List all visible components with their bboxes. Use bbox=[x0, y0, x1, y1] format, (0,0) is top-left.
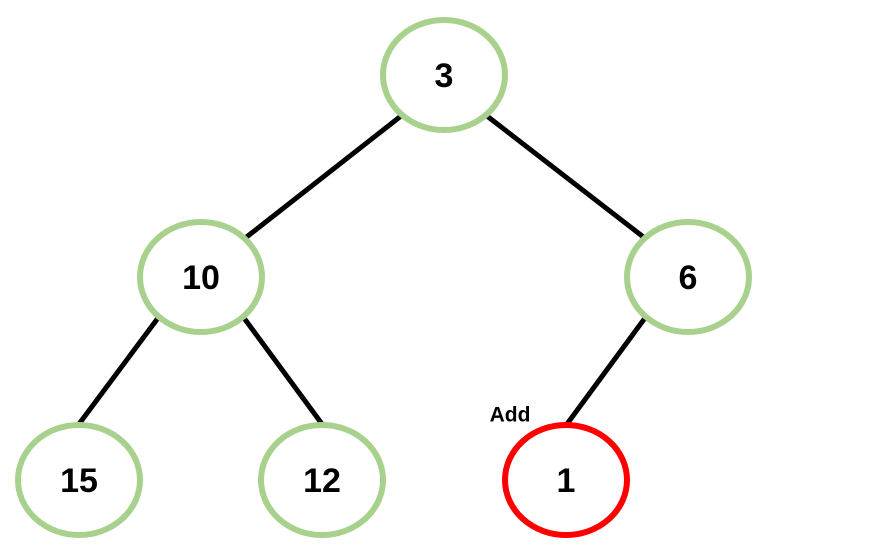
node-right: 6 bbox=[624, 219, 752, 335]
node-left-left-label: 15 bbox=[60, 462, 98, 500]
node-left-right-circle bbox=[258, 422, 386, 538]
node-right-left-label: 1 bbox=[557, 462, 576, 500]
node-right-label: 6 bbox=[679, 259, 698, 297]
edge-right-to-right-left bbox=[564, 316, 648, 426]
node-left-label: 10 bbox=[182, 259, 220, 297]
edge-left-to-left-right bbox=[241, 316, 325, 426]
edge-left-to-left-left bbox=[76, 316, 161, 426]
edge-root-to-right bbox=[485, 114, 648, 241]
node-root: 3 bbox=[380, 17, 508, 133]
node-left-left: 15 bbox=[15, 422, 143, 538]
node-left-right: 12 bbox=[258, 422, 386, 538]
node-right-left-circle bbox=[502, 422, 630, 538]
node-root-circle bbox=[380, 17, 508, 133]
node-right-left: 1 bbox=[502, 422, 630, 538]
node-left-right-label: 12 bbox=[303, 462, 341, 500]
tree-nodes: 3 10 6 15 12 1 bbox=[15, 17, 752, 538]
node-left-left-circle bbox=[15, 422, 143, 538]
node-right-circle bbox=[624, 219, 752, 335]
node-left: 10 bbox=[137, 219, 265, 335]
edge-root-to-left bbox=[242, 114, 403, 241]
add-annotation: Add bbox=[490, 404, 531, 427]
node-left-circle bbox=[137, 219, 265, 335]
tree-edges bbox=[76, 114, 648, 426]
node-root-label: 3 bbox=[435, 57, 454, 95]
